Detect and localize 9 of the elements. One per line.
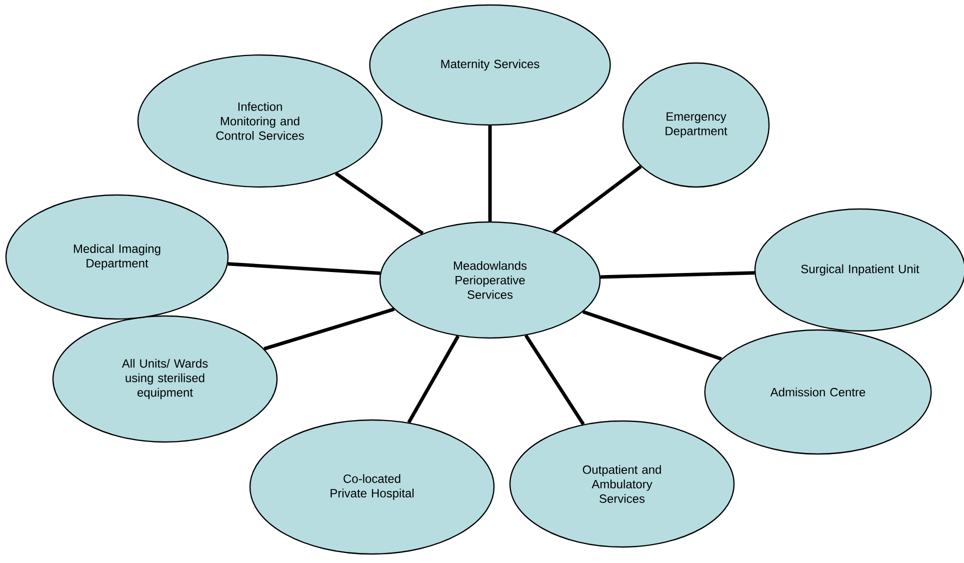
connector-line	[264, 308, 395, 350]
connector-line	[524, 334, 585, 426]
connector-line	[600, 271, 755, 279]
connector-line	[582, 310, 722, 361]
connector-line	[407, 335, 460, 424]
connector-line	[334, 172, 424, 235]
connector-line	[228, 262, 380, 275]
connector-line	[552, 165, 642, 234]
connector-line	[488, 126, 492, 222]
